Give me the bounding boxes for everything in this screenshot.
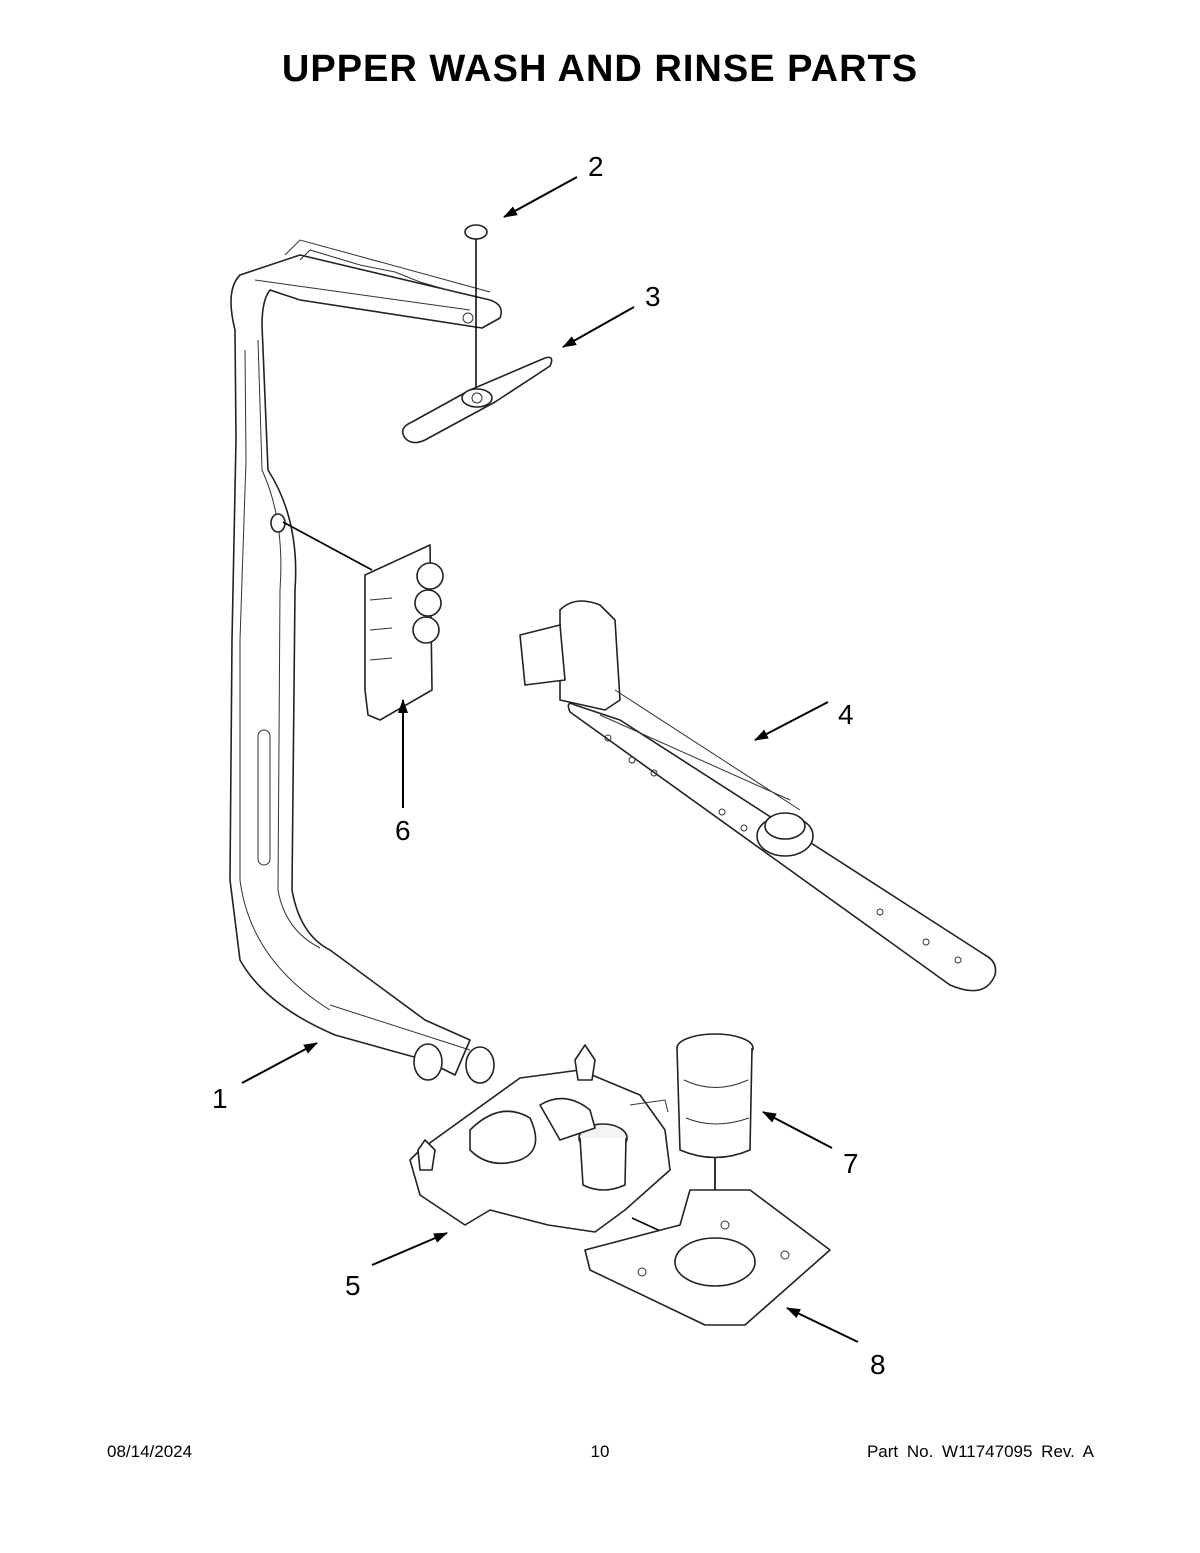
page-title: UPPER WASH AND RINSE PARTS (281, 48, 919, 90)
footer-date: 08/14/2024 (107, 1442, 193, 1461)
callout-6: 6 (395, 815, 411, 846)
callout-8: 8 (870, 1349, 886, 1380)
part-5-sump-housing (409, 1044, 681, 1241)
footer-page-number: 10 (590, 1442, 610, 1461)
part-4-spray-arm-assembly (519, 600, 997, 992)
arrow-8 (786, 1307, 859, 1343)
footer-part-info: Part No. W11747095 Rev. A (866, 1442, 1094, 1461)
part-8-filter-plate (584, 1189, 831, 1326)
part-6-diverter-bracket (282, 521, 444, 721)
callout-2: 2 (588, 151, 604, 182)
callout-1: 1 (212, 1083, 228, 1114)
callout-5: 5 (345, 1270, 361, 1301)
part-2-cap (464, 224, 488, 390)
arrow-4 (754, 701, 829, 741)
callout-3: 3 (645, 281, 661, 312)
arrow-5 (371, 1232, 448, 1266)
part-7-filter (676, 1033, 754, 1283)
arrow-2 (503, 176, 578, 218)
callout-7: 7 (843, 1148, 859, 1179)
arrow-1 (241, 1042, 318, 1084)
part-3-upper-spray-arm (401, 356, 553, 444)
callout-labels: 1 2 3 4 5 6 7 8 (212, 151, 886, 1380)
arrow-3 (562, 306, 635, 348)
callout-4: 4 (838, 699, 854, 730)
part-1-feed-tube (229, 239, 503, 1084)
callout-arrows (241, 176, 859, 1343)
arrow-7 (762, 1111, 833, 1149)
